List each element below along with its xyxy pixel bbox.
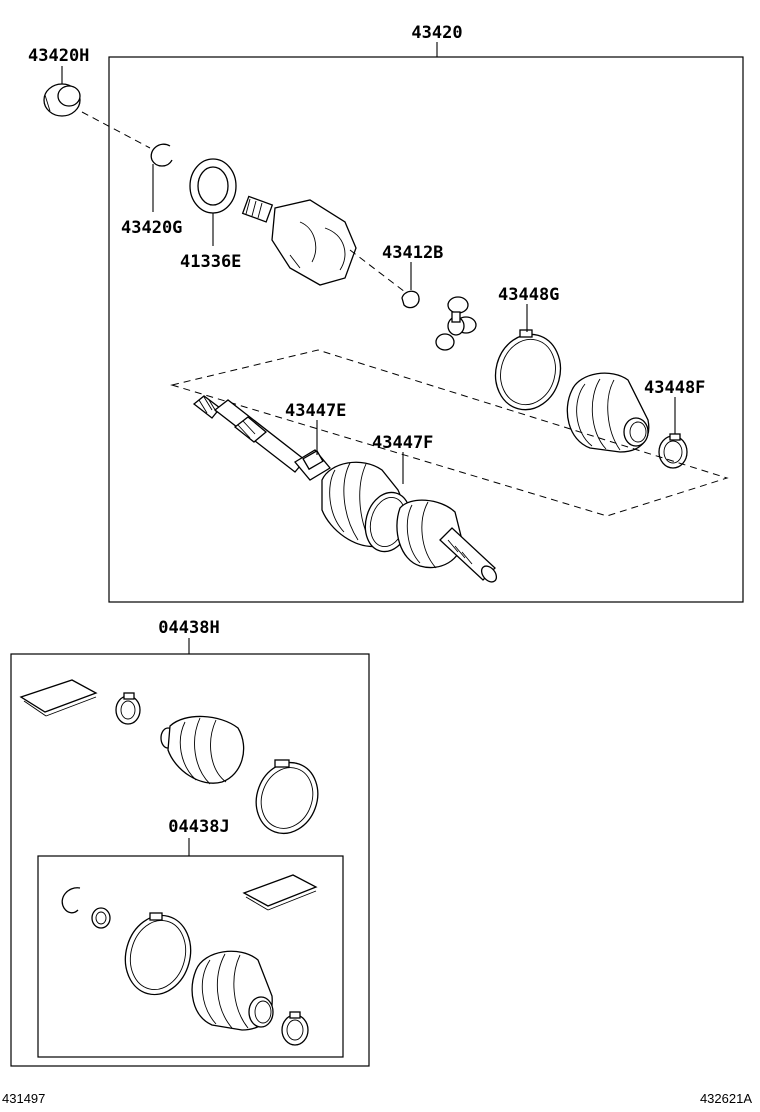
label-43420H[interactable]: 43420H (28, 46, 89, 66)
assembly-frame-43420 (108, 56, 744, 603)
shaft-band-part[interactable] (302, 449, 324, 471)
label-41336E[interactable]: 41336E (180, 252, 241, 272)
circlip-part[interactable] (401, 290, 420, 309)
kit-j-small-band-part[interactable] (281, 1011, 309, 1046)
kit-ring-part[interactable] (91, 907, 111, 929)
ref-right: 432621A (700, 1091, 752, 1106)
kit-small-band-part[interactable] (115, 692, 141, 725)
inboard-boot-part[interactable] (566, 372, 650, 453)
kit-inboard-boot-part[interactable] (191, 950, 274, 1031)
label-43447E[interactable]: 43447E (285, 401, 346, 421)
kit-large-band-part[interactable] (246, 754, 327, 842)
large-boot-band-part[interactable] (487, 327, 568, 417)
outboard-joint-part[interactable] (321, 461, 499, 584)
tripod-joint-part[interactable] (435, 296, 477, 351)
dust-cover-part[interactable] (43, 83, 81, 117)
label-04438J[interactable]: 04438J (168, 817, 229, 837)
inset-outline (170, 349, 729, 517)
label-43448G[interactable]: 43448G (498, 285, 559, 305)
label-04438H[interactable]: 04438H (158, 618, 219, 638)
kit-grease-pack-part[interactable] (242, 874, 318, 911)
grease-pack-part[interactable] (19, 679, 98, 717)
kit-frame-04438H (10, 653, 370, 1067)
label-43447F[interactable]: 43447F (372, 433, 433, 453)
kit-outboard-boot-part[interactable] (160, 715, 245, 785)
kit-j-large-band-part[interactable] (117, 908, 200, 1002)
ref-left: 431497 (2, 1091, 45, 1106)
kit-frame-04438J (37, 855, 344, 1058)
label-43420[interactable]: 43420 (411, 23, 462, 43)
snap-ring-part[interactable] (150, 143, 173, 167)
small-boot-band-part[interactable] (658, 433, 688, 469)
label-43448F[interactable]: 43448F (644, 378, 705, 398)
label-43412B[interactable]: 43412B (382, 243, 443, 263)
label-43420G[interactable]: 43420G (121, 218, 182, 238)
oil-seal-part[interactable] (189, 158, 237, 214)
kit-circlip-part[interactable] (61, 887, 81, 914)
inboard-joint-housing-part[interactable] (241, 195, 357, 286)
